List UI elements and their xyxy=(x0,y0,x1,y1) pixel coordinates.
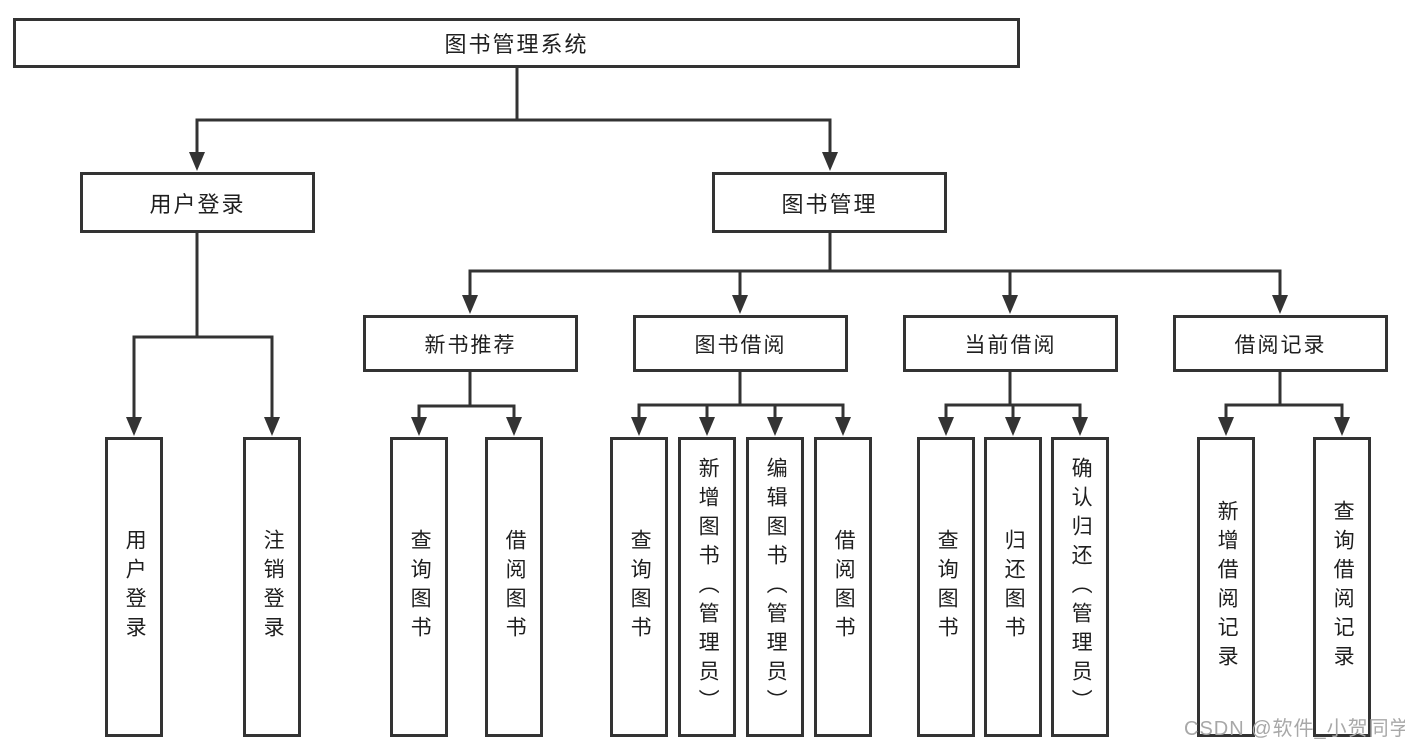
leaf-borrow-book-label: 借阅图书 xyxy=(832,529,856,645)
leaf-query-book-current-label: 查询图书 xyxy=(935,529,959,645)
node-current-borrow-label: 当前借阅 xyxy=(964,333,1057,357)
leaf-edit-book-admin: 编辑图书（管理员） xyxy=(746,437,804,737)
leaf-borrow-book-rec: 借阅图书 xyxy=(485,437,543,737)
leaf-query-book-rec-label: 查询图书 xyxy=(408,529,432,645)
csdn-watermark: CSDN @软件_小贺同学 xyxy=(1184,718,1405,740)
leaf-logout: 注销登录 xyxy=(243,437,301,737)
leaf-borrow-book: 借阅图书 xyxy=(814,437,872,737)
leaf-add-borrow-record-label: 新增借阅记录 xyxy=(1215,500,1239,674)
node-new-book-rec-label: 新书推荐 xyxy=(424,333,517,357)
leaf-query-borrow-record-label: 查询借阅记录 xyxy=(1331,500,1355,674)
leaf-borrow-book-rec-label: 借阅图书 xyxy=(503,529,527,645)
leaf-add-borrow-record: 新增借阅记录 xyxy=(1197,437,1255,737)
leaf-edit-book-admin-label: 编辑图书（管理员） xyxy=(764,456,788,718)
leaf-query-book-rec: 查询图书 xyxy=(390,437,448,737)
node-borrow-records: 借阅记录 xyxy=(1173,315,1388,372)
leaf-confirm-return-admin: 确认归还（管理员） xyxy=(1051,437,1109,737)
leaf-query-book-borrow-label: 查询图书 xyxy=(628,529,652,645)
leaf-return-book-label: 归还图书 xyxy=(1002,529,1026,645)
node-root-label: 图书管理系统 xyxy=(444,32,589,57)
leaf-add-book-admin-label: 新增图书（管理员） xyxy=(696,456,720,718)
node-user-login-branch: 用户登录 xyxy=(80,172,315,233)
node-book-borrow-label: 图书借阅 xyxy=(694,333,787,357)
leaf-query-book-current: 查询图书 xyxy=(917,437,975,737)
node-book-borrow: 图书借阅 xyxy=(633,315,848,372)
arrowheads xyxy=(126,152,1350,436)
node-book-mgmt-branch-label: 图书管理 xyxy=(781,191,878,217)
leaf-query-borrow-record: 查询借阅记录 xyxy=(1313,437,1371,737)
leaf-user-login-label: 用户登录 xyxy=(123,529,147,645)
leaf-confirm-return-admin-label: 确认归还（管理员） xyxy=(1069,456,1093,718)
leaf-user-login: 用户登录 xyxy=(105,437,163,737)
node-new-book-rec: 新书推荐 xyxy=(363,315,578,372)
node-book-mgmt-branch: 图书管理 xyxy=(712,172,947,233)
node-user-login-branch-label: 用户登录 xyxy=(149,191,246,217)
leaf-add-book-admin: 新增图书（管理员） xyxy=(678,437,736,737)
node-root: 图书管理系统 xyxy=(13,18,1020,68)
node-current-borrow: 当前借阅 xyxy=(903,315,1118,372)
leaf-query-book-borrow: 查询图书 xyxy=(610,437,668,737)
node-borrow-records-label: 借阅记录 xyxy=(1234,333,1327,357)
leaf-return-book: 归还图书 xyxy=(984,437,1042,737)
leaf-logout-label: 注销登录 xyxy=(261,529,285,645)
